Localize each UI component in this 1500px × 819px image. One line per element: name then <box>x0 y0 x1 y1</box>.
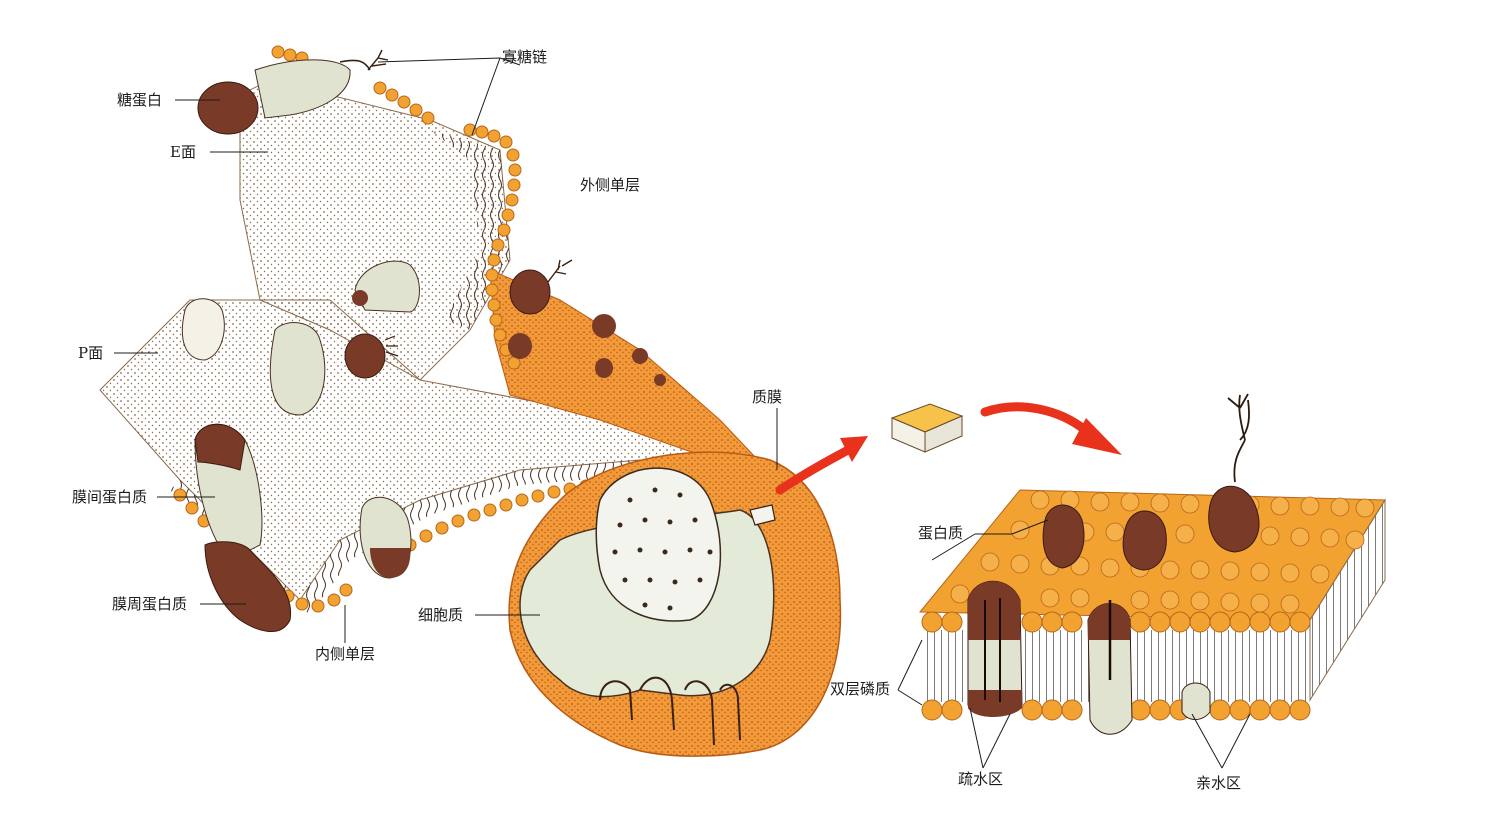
zoom-arrows <box>775 402 1122 495</box>
cube-excerpt <box>890 403 964 453</box>
nucleus-pores <box>612 487 713 611</box>
arrow-1 <box>775 445 853 495</box>
lipid-heads-top <box>271 45 435 125</box>
label-peripheral-protein: 膜周蛋白质 <box>112 595 188 613</box>
label-inner-leaflet: 内侧单层 <box>315 645 376 663</box>
arrow-2 <box>980 402 1090 435</box>
label-oligosaccharide: 寡糖链 <box>502 48 548 66</box>
arrow-1-head <box>840 436 868 462</box>
membrane-folds <box>599 676 741 746</box>
label-cytoplasm: 细胞质 <box>418 606 464 624</box>
bilayer-front-heads-top <box>921 611 1311 633</box>
face-proteins <box>181 260 420 416</box>
label-glycoprotein: 糖蛋白 <box>117 91 163 109</box>
inner-tails <box>170 460 760 615</box>
bilayer-transmembrane-proteins <box>967 580 1211 735</box>
bilayer-top-heads <box>950 490 1375 614</box>
label-hydrophobic-region: 疏水区 <box>958 770 1004 788</box>
label-phospholipid-bilayer: 双层磷质 <box>830 680 891 698</box>
peripheral-protein <box>359 496 412 579</box>
nucleus <box>595 467 722 622</box>
label-outer-leaflet: 外侧单层 <box>580 176 641 194</box>
integral-protein <box>194 423 292 633</box>
leader-lines <box>114 57 1251 769</box>
bilayer-slab <box>918 393 1386 735</box>
membrane-block <box>99 45 777 633</box>
arrow-2-head <box>1072 418 1122 455</box>
excerpt-marker <box>749 504 776 526</box>
label-p-face: P面 <box>78 344 104 362</box>
outer-glycoprotein <box>509 259 573 315</box>
cell <box>508 451 842 757</box>
label-e-face: E面 <box>170 143 196 161</box>
label-protein: 蛋白质 <box>918 524 964 542</box>
label-plasma-membrane: 质膜 <box>752 388 783 406</box>
bilayer-top-proteins <box>1042 393 1260 571</box>
glycoprotein <box>197 49 389 135</box>
label-hydrophilic-region: 亲水区 <box>1196 774 1242 792</box>
label-integral-protein: 膜间蛋白质 <box>72 488 148 506</box>
outer-sheet-proteins <box>508 314 666 386</box>
